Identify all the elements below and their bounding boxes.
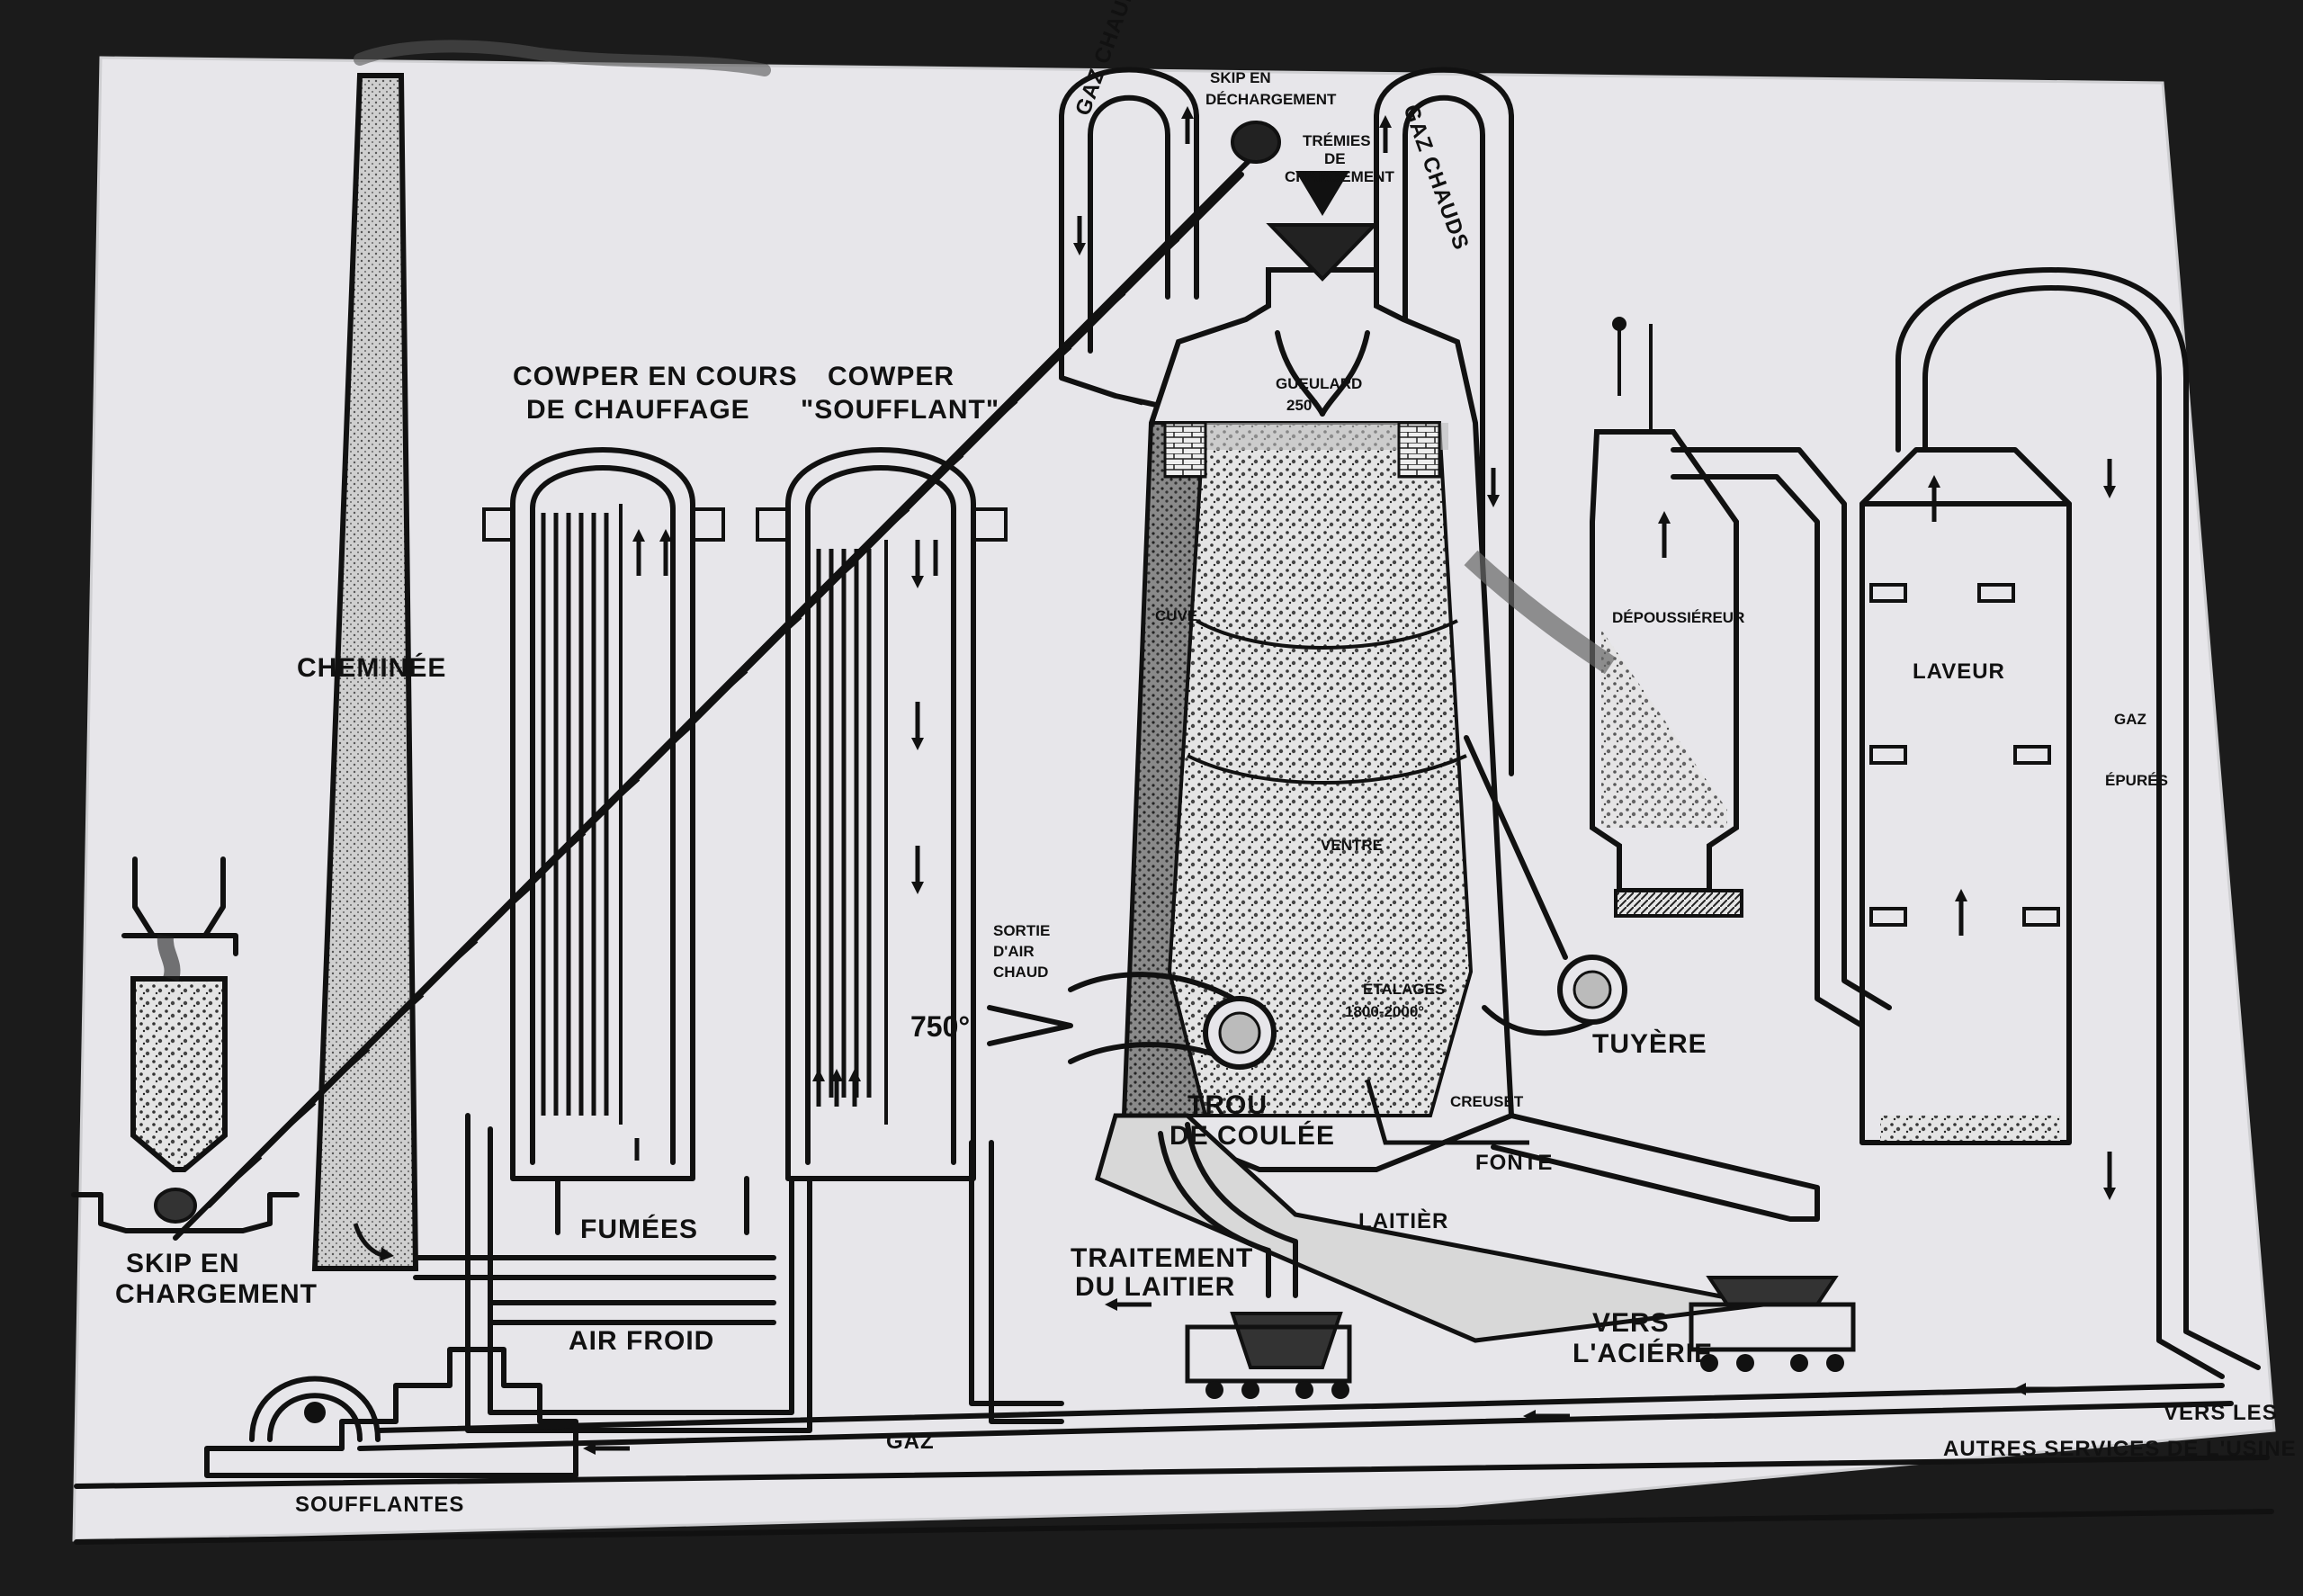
label-gueulard-2: 250°	[1286, 397, 1318, 414]
label-laitier: LAITIÈR	[1358, 1208, 1448, 1233]
label-depoussiereur: DÉPOUSSIÉREUR	[1612, 609, 1744, 626]
cowper-heating	[482, 447, 725, 1181]
label-skip-dechargement-1: SKIP EN	[1210, 69, 1271, 86]
skip-loading-hopper	[71, 856, 300, 1233]
label-soufflantes: SOUFFLANTES	[295, 1493, 464, 1517]
label-skip-chargement-1: SKIP EN	[126, 1249, 240, 1278]
diagram-labels: CHEMINÉE COWPER EN COURS DE CHAUFFAGE CO…	[115, 0, 2297, 1517]
label-sortie-air-1: SORTIE	[993, 922, 1050, 939]
cowper-blowing	[756, 447, 1008, 1181]
label-vers-les-1: VERS LES	[2164, 1401, 2278, 1425]
label-sortie-air-3: CHAUD	[993, 964, 1048, 981]
label-tremies-1: TRÉMIES	[1303, 132, 1371, 149]
label-trou-coulee-1: TROU	[1187, 1090, 1268, 1120]
scrubber	[1859, 267, 2261, 1379]
label-skip-chargement-2: CHARGEMENT	[115, 1279, 318, 1309]
label-fumees: FUMÉES	[580, 1214, 698, 1244]
label-cowper-soufflant-2: "SOUFFLANT"	[801, 395, 999, 425]
label-traitement-2: DU LAITIER	[1075, 1272, 1235, 1302]
label-gaz-epures-1: GAZ	[2114, 711, 2146, 728]
label-vers-acierie-1: VERS	[1592, 1308, 1670, 1338]
ground-lines	[74, 1455, 2274, 1545]
chimney	[311, 40, 771, 1271]
label-fonte: FONTE	[1475, 1151, 1553, 1175]
label-cuve: CUVE	[1155, 607, 1197, 624]
label-etalages-2: 1800-2000°	[1345, 1003, 1424, 1020]
label-gueulard-1: GUEULARD	[1276, 375, 1362, 392]
bottom-ducts	[357, 1113, 2234, 1455]
casting-floor	[1094, 1113, 1856, 1399]
label-vers-les-2: AUTRES SERVICES DE L'USINE	[1943, 1437, 2297, 1461]
bustle-pipe	[987, 735, 1627, 1070]
label-air-froid: AIR FROID	[569, 1326, 714, 1356]
label-etalages-1: ÉTALAGES	[1363, 981, 1445, 998]
label-vers-acierie-2: L'ACIÉRIE	[1573, 1338, 1713, 1368]
label-laveur: LAVEUR	[1913, 659, 2005, 684]
label-ventre: VENTRE	[1321, 837, 1383, 854]
hot-gas-ducts	[1059, 67, 1514, 776]
label-cheminee: CHEMINÉE	[297, 652, 446, 683]
label-sortie-air-2: D'AIR	[993, 943, 1035, 960]
label-cowper-chauffage-2: DE CHAUFFAGE	[526, 395, 750, 425]
label-traitement-1: TRAITEMENT	[1071, 1243, 1253, 1273]
label-tremies-3: CHARGEMENT	[1285, 168, 1394, 185]
label-tuyere: TUYÈRE	[1592, 1028, 1707, 1059]
label-cowper-chauffage-1: COWPER EN COURS	[513, 362, 798, 391]
dust-catcher	[1464, 317, 1892, 1028]
label-cowper-soufflant-1: COWPER	[828, 362, 954, 391]
label-skip-dechargement-2: DÉCHARGEMENT	[1205, 91, 1337, 108]
label-gaz-epures-2: ÉPURÉS	[2105, 772, 2168, 789]
label-trou-coulee-2: DE COULÉE	[1169, 1120, 1335, 1151]
label-creuset: CREUSET	[1450, 1093, 1524, 1110]
label-tremies-2: DE	[1324, 150, 1346, 167]
label-temp-750: 750°	[910, 1010, 970, 1043]
label-gaz: GAZ	[886, 1430, 935, 1454]
blowers	[204, 1347, 578, 1478]
blast-furnace	[1121, 171, 1529, 1172]
